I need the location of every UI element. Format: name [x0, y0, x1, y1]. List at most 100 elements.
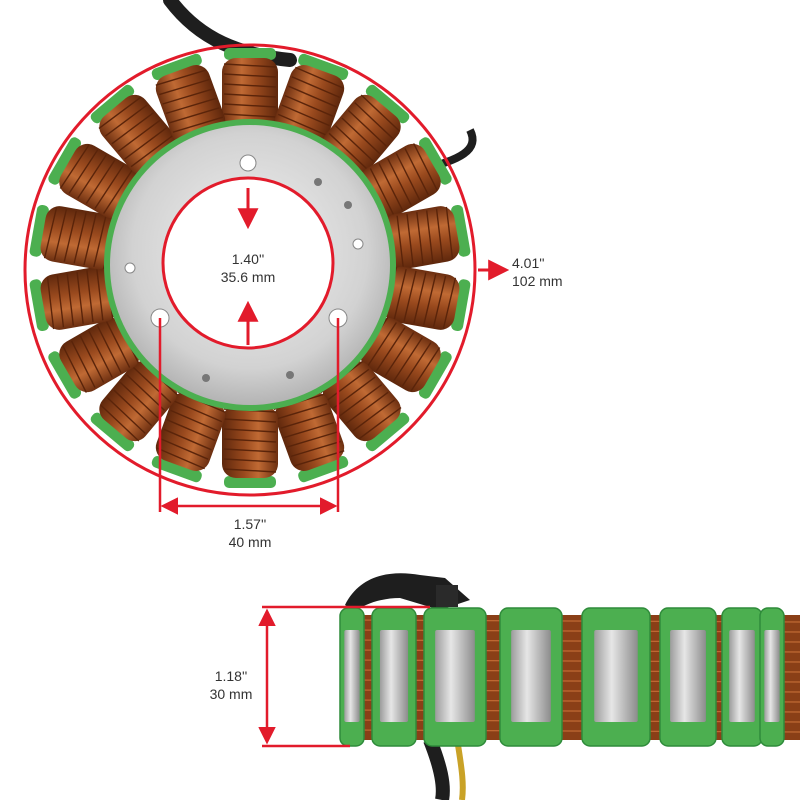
coil-winding: [90, 358, 178, 452]
winding-line: [88, 330, 113, 378]
winding-line: [156, 447, 205, 470]
winding-line: [328, 132, 368, 170]
side-view-coils: [339, 607, 800, 747]
winding-line: [53, 209, 68, 261]
winding-line: [223, 113, 277, 118]
winding-line: [113, 389, 153, 427]
winding-line: [291, 76, 341, 99]
winding-line: [223, 468, 277, 473]
steel-lamination: [344, 630, 360, 722]
winding-line: [367, 322, 397, 367]
mounting-hole: [352, 238, 364, 250]
winding-line: [393, 337, 423, 382]
winding-line: [173, 400, 223, 423]
coil-winding: [222, 406, 278, 488]
winding-line: [169, 107, 220, 124]
winding-line: [103, 169, 133, 214]
winding-line: [375, 327, 406, 372]
winding-line: [106, 397, 146, 434]
winding-line: [63, 210, 77, 262]
winding-line: [396, 215, 404, 268]
winding-line: [223, 438, 277, 443]
winding-line: [384, 332, 415, 377]
pole-tip: [451, 204, 471, 257]
winding-line: [378, 163, 404, 211]
outer-diameter-circle: [23, 43, 477, 497]
winding-line: [416, 212, 424, 264]
hole-spacing-inch: 1.57'': [233, 516, 267, 532]
winding-line: [223, 103, 277, 108]
winding-line: [119, 381, 159, 419]
winding-line: [435, 208, 444, 261]
steel-lamination: [729, 630, 755, 722]
winding-line: [43, 207, 58, 259]
copper-coil: [360, 317, 441, 393]
winding-line: [163, 428, 212, 451]
pole-tip: [298, 455, 349, 483]
wire-connector: [436, 585, 458, 607]
steel-lamination: [379, 630, 409, 722]
winding-line: [352, 399, 396, 432]
winding-line: [393, 268, 407, 320]
steel-lamination: [435, 630, 475, 722]
mounting-hole: [124, 262, 136, 274]
winding-line: [223, 458, 277, 463]
copper-coil: [322, 361, 401, 442]
pole-tip: [90, 84, 135, 124]
winding-line: [395, 153, 421, 201]
pole-tip: [365, 412, 410, 452]
winding-line: [130, 135, 174, 168]
steel-lamination: [670, 630, 706, 722]
winding-line: [59, 144, 90, 189]
coil-winding: [358, 317, 452, 399]
winding-line: [425, 210, 434, 263]
winding-line: [100, 404, 140, 442]
winding-line: [223, 93, 277, 98]
coil-winding: [48, 137, 142, 219]
inner-diameter-metric: 35.6 mm: [220, 269, 276, 285]
rivet: [344, 201, 352, 209]
winding-line: [105, 320, 131, 368]
winding-line: [172, 116, 223, 133]
winding-line: [369, 168, 395, 216]
winding-line: [223, 428, 277, 433]
winding-line: [124, 127, 167, 160]
winding-line: [70, 340, 96, 388]
winding-line: [360, 94, 400, 132]
winding-line: [346, 391, 389, 424]
winding-line: [401, 342, 432, 387]
stator-top-view: [23, 0, 510, 515]
winding-line: [46, 277, 55, 330]
wire-harness-under: [423, 737, 450, 800]
winding-line: [347, 109, 387, 147]
winding-line: [287, 431, 338, 448]
height-label: 1.18'' 30 mm: [196, 667, 266, 703]
pole-tip: [90, 412, 135, 452]
winding-line: [56, 275, 65, 328]
winding-line: [333, 376, 376, 409]
winding-line: [96, 268, 104, 321]
winding-line: [354, 102, 394, 139]
winding-line: [295, 66, 344, 89]
winding-line: [223, 448, 277, 453]
winding-line: [290, 440, 341, 458]
winding-line: [406, 213, 414, 266]
coil-winding: [48, 315, 140, 399]
copper-coil: [383, 206, 460, 270]
winding-line: [284, 94, 334, 117]
inner-diameter-inch: 1.40'': [231, 251, 265, 267]
pole-tip: [451, 279, 471, 332]
winding-line: [159, 78, 210, 96]
pole-tip: [365, 84, 410, 124]
winding-line: [442, 277, 457, 329]
winding-line: [223, 63, 277, 68]
coil-winding: [360, 137, 452, 221]
steel-lamination: [764, 630, 780, 722]
winding-line: [387, 158, 412, 206]
coil-winding: [29, 204, 117, 270]
steel-lamination: [511, 630, 551, 722]
hole-spacing-label: 1.57'' 40 mm: [205, 515, 295, 551]
winding-line: [223, 73, 277, 78]
coil-winding: [29, 266, 117, 332]
